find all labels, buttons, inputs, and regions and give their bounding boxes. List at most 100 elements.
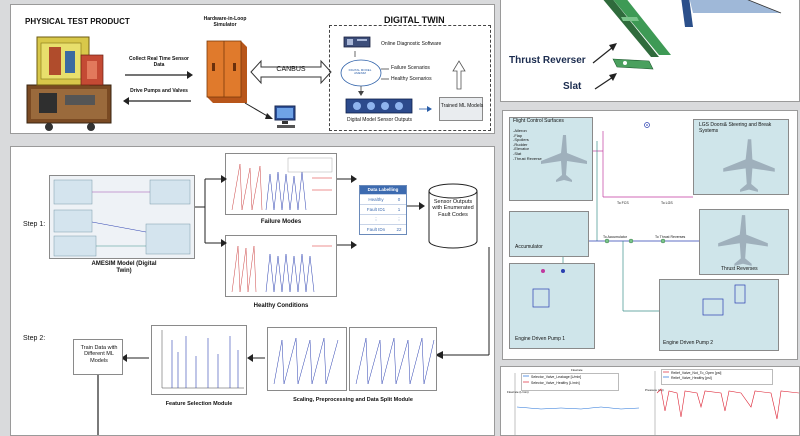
feature-to-train-arrow	[121, 354, 149, 362]
fault-row-label: ⋮	[373, 217, 379, 222]
component-pointer-arrows	[592, 43, 617, 90]
right-chart-axis: Pressure (psi)	[645, 388, 664, 392]
healthy-conditions-plot	[231, 245, 332, 293]
failure-modes-plot	[231, 157, 333, 211]
edp1-label: Engine Driven Pump 1	[515, 336, 566, 342]
flight-control-title: Flight Control Surfaces	[513, 118, 564, 124]
hil-to-pc-arrow	[244, 102, 273, 119]
digital-twin-overview-panel: PHYSICAL TEST PRODUCT Collect Real Time …	[10, 4, 495, 134]
scaling-module-chart	[349, 327, 437, 391]
drive-pumps-label: Drive Pumps and Valves	[130, 88, 188, 94]
healthy-scenarios-label: Healthy Scenarios	[391, 76, 432, 82]
failure-modes-chart	[225, 153, 337, 215]
fault-row-label: Fault ID1	[366, 207, 386, 212]
flight-control-aircraft-icon	[541, 135, 587, 182]
flight-control-item: -Spoilers	[513, 137, 529, 143]
accumulator-label: Accumulator	[515, 244, 543, 250]
physical-test-title: PHYSICAL TEST PRODUCT	[25, 17, 130, 26]
right-chart-legend	[661, 369, 773, 385]
healthy-conditions-label: Healthy Conditions	[253, 303, 309, 309]
ml-workflow-panel: Step 1: Step 2: AMESIM Model (Digital Tw…	[10, 146, 495, 436]
charts-to-table-arrows	[337, 175, 357, 249]
train-data-down-arrow	[97, 375, 99, 435]
hil-label: Hardware-in-Loop Simulator	[203, 16, 247, 28]
fault-row-code: ⋮	[396, 217, 402, 222]
fault-row-label: Fault IDn	[366, 227, 386, 232]
amesim-schematic-thumb	[53, 179, 191, 257]
fault-row-label: Healthy	[368, 197, 384, 202]
diagnostic-device-icon	[343, 36, 371, 48]
flight-control-item: -Slat	[513, 150, 522, 156]
slat-label: Slat	[563, 81, 582, 92]
test-rig-illustration	[26, 36, 112, 131]
left-chart-axis: Flowrate (L/min)	[507, 390, 529, 394]
amesim-model-image	[49, 175, 195, 259]
canbus-label: CANBUS	[276, 66, 306, 73]
thrust-reverser-label: Thrust Reverser	[509, 55, 586, 66]
hil-cabinet	[206, 40, 247, 103]
fault-table-row: ⋮⋮	[360, 214, 406, 224]
scaling-to-feature-arrow	[247, 354, 265, 362]
right-legend-2: Relief_Valve_Healthy [psi]	[671, 376, 712, 380]
thrust-reverses-aircraft-icon	[718, 215, 768, 266]
digital-twin-inner-arrows	[340, 51, 466, 112]
canbus-arrow	[250, 59, 332, 85]
left-chart-title: Flowrate	[571, 368, 583, 372]
sensor-outputs-device	[345, 98, 413, 114]
sensor-outputs-db-label: Sensor Outputs with Enumerated Fault Cod…	[432, 199, 474, 218]
left-legend-1: Selector_Valve_Leakage [L/min]	[531, 375, 582, 379]
failure-scenarios-label: Failure Scenarios	[391, 65, 430, 71]
trained-ml-box: Trained ML Models	[439, 97, 483, 121]
left-chart-legend	[521, 373, 619, 391]
step2-label: Step 2:	[23, 335, 46, 342]
flight-control-list: -Aileron-Flap-Spoilers-Rudder-Elevator-S…	[513, 128, 542, 161]
drive-pumps-arrow	[123, 97, 191, 105]
right-chart-plot	[654, 371, 799, 435]
db-to-step2-arrow	[435, 247, 490, 359]
scaling-module-chart-2	[267, 327, 347, 391]
wing-structure-illustration	[603, 0, 782, 70]
flight-control-item: -Thrust Reverse	[513, 155, 542, 161]
collect-data-arrow	[125, 71, 193, 79]
to-accumulator-label: To Accumulator	[603, 235, 627, 239]
step1-label: Step 1:	[23, 221, 46, 228]
failure-modes-label: Failure Modes	[260, 219, 302, 225]
hydraulic-schematic-panel: Flight Control Surfaces -Aileron-Flap-Sp…	[502, 110, 798, 360]
lgs-title: LGS Doors& Steering and Break Systems	[699, 122, 772, 134]
sensor-charts-panel: Flowrate Selector_Valve_Leakage [L/min] …	[500, 366, 800, 436]
edp2-label: Engine Driven Pump 2	[663, 340, 714, 346]
thrust-reverses-label: Thrust Reverses	[721, 266, 758, 272]
fault-row-code: 0	[397, 197, 401, 202]
trained-ml-label: Trained ML Models	[440, 103, 484, 109]
aircraft-components-panel: Thrust Reverser Slat	[500, 0, 800, 102]
left-chart-plot	[514, 373, 640, 435]
feature-selection-plot	[161, 330, 244, 389]
digital-twin-title: DIGITAL TWIN	[384, 15, 445, 25]
scaling-module-plot-2	[273, 337, 339, 385]
sensor-database-icon	[428, 183, 478, 249]
online-diagnostic-label: Online Diagnostic Software	[381, 41, 442, 47]
right-legend-1: Relief_Valve_Not_To_Open [psi]	[671, 371, 722, 375]
hydraulic-lines	[532, 122, 746, 316]
lgs-box	[693, 119, 789, 195]
collect-data-label: Collect Real Time Sensor Data	[129, 56, 189, 68]
to-fcs-label: To FCS	[617, 201, 629, 205]
feature-selection-chart	[151, 325, 247, 395]
healthy-conditions-chart	[225, 235, 337, 297]
train-data-label: Train Data with Different ML Models	[80, 345, 118, 364]
flight-control-item: -Aileron	[513, 128, 527, 133]
flight-control-item: -Rudder	[513, 141, 528, 147]
amesim-to-charts-arrows	[195, 175, 227, 247]
to-lgs-label: To LGS	[661, 201, 673, 205]
dt-model-small-label: DIGITAL MODEL AMESIM	[348, 68, 372, 76]
feature-selection-label: Feature Selection Module	[165, 401, 233, 407]
computer-icon	[274, 105, 296, 128]
amesim-label: AMESIM Model (Digital Twin)	[91, 261, 157, 274]
scaling-module-label: Scaling, Preprocessing and Data Split Mo…	[293, 397, 413, 403]
flight-control-item: -Elevator	[513, 146, 530, 152]
table-to-db-arrow	[407, 202, 425, 210]
accumulator-box	[509, 211, 589, 257]
